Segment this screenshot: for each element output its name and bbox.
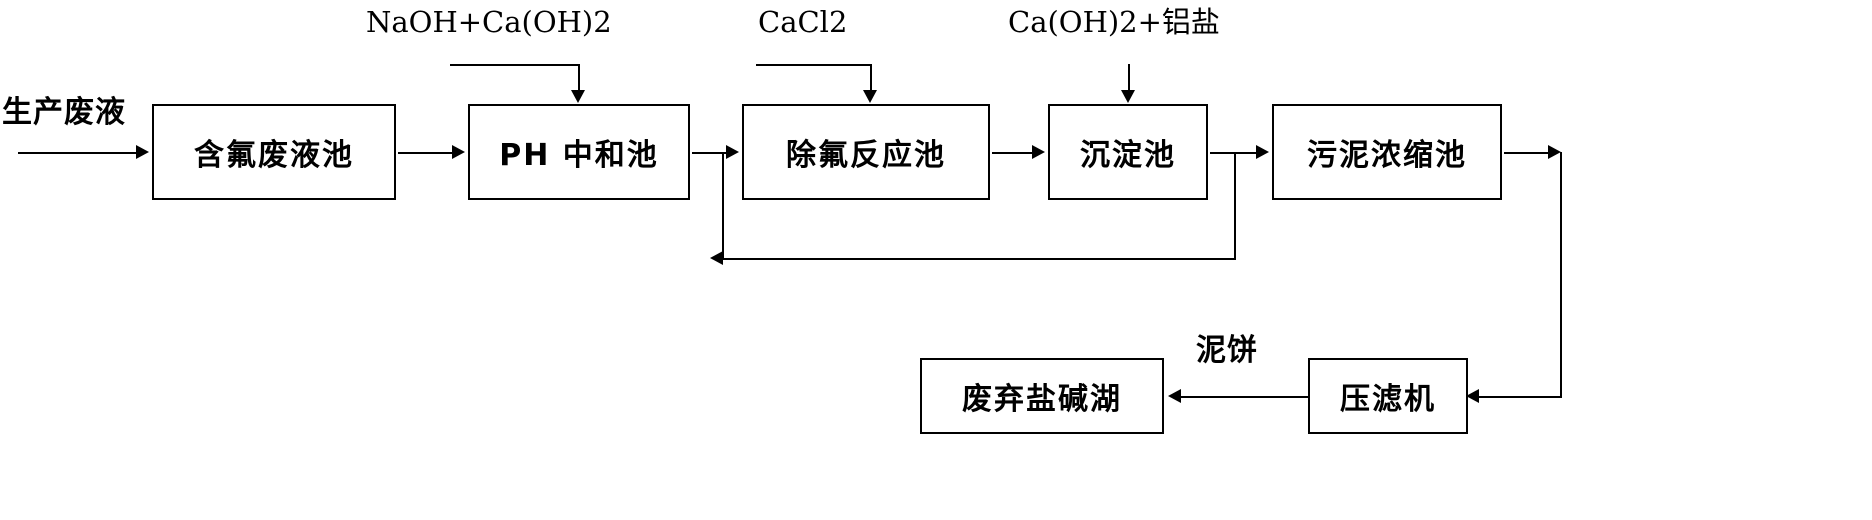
connector-dosing1-horizontal bbox=[450, 64, 580, 66]
connector-tank2-tank3-line bbox=[692, 152, 728, 154]
node-defluorination-reaction-tank[interactable]: 除氟反应池 bbox=[742, 104, 990, 200]
caption-reagent-cacl2: CaCl2 bbox=[758, 5, 848, 39]
caption-reagent-caoh2-aluminum-salt: Ca(OH)2+铝盐 bbox=[1008, 5, 1220, 39]
node-fluoride-wastewater-tank[interactable]: 含氟废液池 bbox=[152, 104, 396, 200]
connector-return-vertical-left bbox=[722, 152, 724, 260]
node-sludge-thickening-tank[interactable]: 污泥浓缩池 bbox=[1272, 104, 1502, 200]
connector-tank3-tank4-arrowhead bbox=[1032, 145, 1045, 159]
connector-mudcake-arrowhead bbox=[1168, 389, 1181, 403]
connector-tank5-exit-line bbox=[1504, 152, 1554, 154]
connector-return-horizontal bbox=[722, 258, 1236, 260]
connector-right-wrap-vertical bbox=[1560, 152, 1562, 396]
node-waste-saline-alkali-lake[interactable]: 废弃盐碱湖 bbox=[920, 358, 1164, 434]
connector-tank5-exit-arrowhead bbox=[1548, 145, 1561, 159]
connector-influent-line bbox=[18, 152, 138, 154]
connector-dosing3-arrowhead bbox=[1121, 90, 1135, 103]
connector-right-wrap-horizontal bbox=[1476, 396, 1562, 398]
connector-tank1-tank2-line bbox=[398, 152, 452, 154]
connector-dosing1-vertical bbox=[578, 64, 580, 92]
connector-tank1-tank2-arrowhead bbox=[452, 145, 465, 159]
connector-tank4-tank5-line bbox=[1210, 152, 1256, 154]
connector-tank2-tank3-arrowhead bbox=[726, 145, 739, 159]
node-filter-press[interactable]: 压滤机 bbox=[1308, 358, 1468, 434]
caption-mudcake: 泥饼 bbox=[1196, 333, 1258, 368]
node-sedimentation-tank[interactable]: 沉淀池 bbox=[1048, 104, 1208, 200]
connector-influent-arrowhead bbox=[136, 145, 149, 159]
connector-return-arrowhead bbox=[710, 251, 723, 265]
connector-dosing1-arrowhead bbox=[571, 90, 585, 103]
connector-dosing2-arrowhead bbox=[863, 90, 877, 103]
caption-influent: 生产废液 bbox=[2, 95, 126, 130]
connector-mudcake-line bbox=[1180, 396, 1308, 398]
connector-tank4-tank5-arrowhead bbox=[1256, 145, 1269, 159]
connector-return-vertical-right bbox=[1234, 152, 1236, 258]
caption-reagent-naoh-caoh2: NaOH+Ca(OH)2 bbox=[366, 5, 612, 39]
connector-filterpress-inlet-arrowhead bbox=[1466, 389, 1479, 403]
node-ph-neutralization-tank[interactable]: PH 中和池 bbox=[468, 104, 690, 200]
connector-dosing2-vertical bbox=[870, 64, 872, 92]
connector-tank3-tank4-line bbox=[992, 152, 1032, 154]
connector-dosing3-vertical bbox=[1128, 64, 1130, 92]
connector-dosing2-horizontal bbox=[756, 64, 872, 66]
